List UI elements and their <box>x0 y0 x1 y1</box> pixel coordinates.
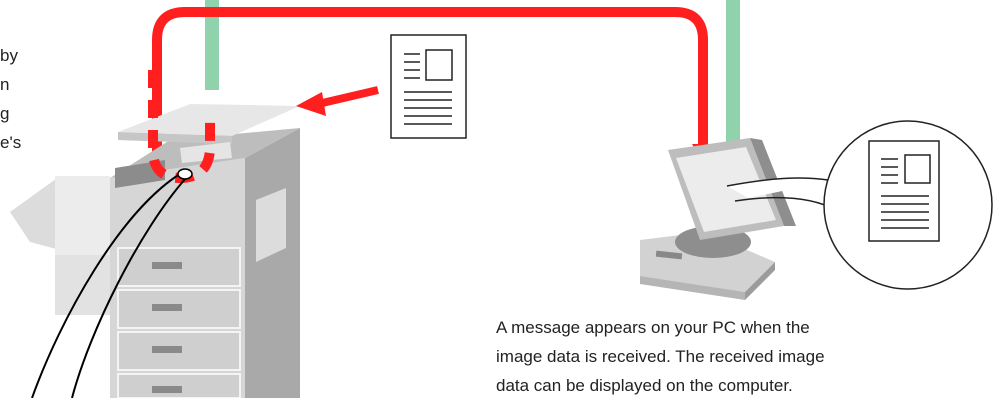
network-line-right <box>726 0 740 160</box>
feed-arrow <box>296 86 379 116</box>
left-caption-line: e's <box>0 133 22 152</box>
right-caption-line: data can be displayed on the computer. <box>496 376 793 395</box>
right-caption-line: A message appears on your PC when the <box>496 318 810 337</box>
magnified-document-icon <box>868 140 940 242</box>
network-line-left <box>205 0 219 90</box>
right-caption: A message appears on your PC when the im… <box>496 313 825 400</box>
left-caption: by n g e's <box>0 41 60 157</box>
document-icon <box>390 34 467 139</box>
left-caption-line: n <box>0 75 10 94</box>
left-caption-line: by <box>0 46 18 65</box>
zoom-callout-lines <box>31 168 193 398</box>
right-caption-line: image data is received. The received ima… <box>496 347 825 366</box>
network-lines <box>205 0 740 160</box>
left-caption-line: g <box>0 104 10 123</box>
computer-icon <box>640 138 796 300</box>
printer-copier-icon <box>10 104 300 398</box>
